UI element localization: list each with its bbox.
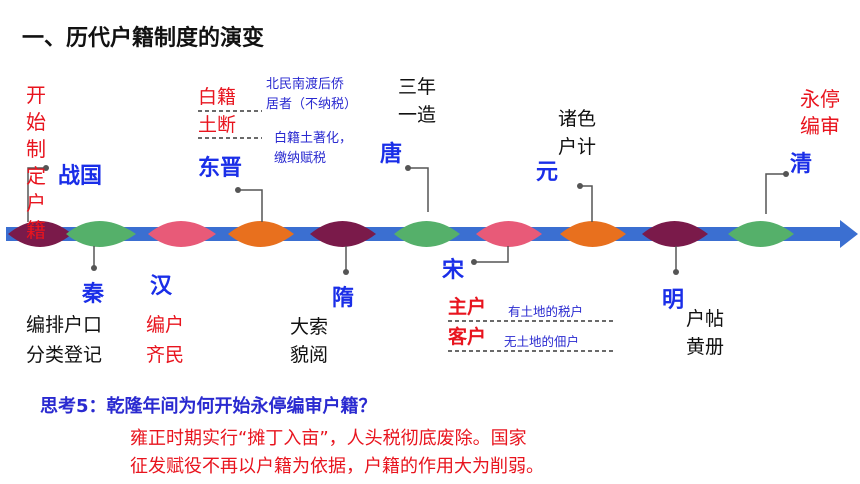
- connector-dots: [43, 165, 789, 275]
- event-zhanguo: 开始制定户籍: [26, 83, 46, 242]
- dynasty-ming: 明: [662, 288, 685, 313]
- kehu-desc: 无土地的佃户: [504, 334, 580, 349]
- dynasty-qin: 秦: [82, 282, 105, 307]
- leaf-marker-song: [476, 221, 542, 247]
- dynasty-han: 汉: [150, 274, 173, 299]
- question-text: 思考5：乾隆年间为何开始永停编审户籍？: [40, 396, 377, 417]
- connector-dongjin: [238, 189, 263, 222]
- dot-tang: [405, 165, 411, 171]
- event-qing: 永停编审: [800, 87, 840, 138]
- answer-line1: 雍正时期实行“摊丁入亩”，人头税彻底废除。国家: [130, 428, 527, 449]
- connectors: [27, 167, 786, 272]
- leaf-marker-yuan: [560, 221, 626, 247]
- connector-qing: [765, 173, 786, 214]
- baiji-desc-line1: 北民南渡后侨: [266, 77, 345, 92]
- event-han-line1: 编户: [146, 314, 185, 336]
- event-baiji: 白籍: [198, 86, 237, 108]
- dot-qing: [783, 171, 789, 177]
- dynasty-yuan: 元: [536, 160, 559, 185]
- dynasty-zhanguo: 战国: [58, 164, 103, 189]
- dot-yuan: [577, 183, 583, 189]
- event-han-line2: 齐民: [146, 344, 185, 366]
- dynasty-dongjin: 东晋: [198, 156, 243, 181]
- event-kehu: 客户: [448, 326, 487, 348]
- event-tang-line1: 三年: [398, 76, 437, 98]
- connector-tang: [408, 167, 429, 212]
- leaf-marker-dongjin: [228, 221, 294, 247]
- event-ming-line1: 户帖: [686, 308, 725, 330]
- leaf-marker-sui: [310, 221, 376, 247]
- page-title: 一、历代户籍制度的演变: [22, 26, 265, 51]
- leaf-marker-zhanguo: [8, 221, 72, 247]
- tuduan-desc-line2: 缴纳赋税: [274, 151, 327, 166]
- leaf-marker-tang: [394, 221, 460, 247]
- event-ming-line2: 黄册: [686, 336, 725, 358]
- dynasty-song: 宋: [442, 258, 465, 283]
- leaf-markers: [8, 221, 794, 247]
- connector-yuan: [580, 185, 593, 222]
- leaf-marker-ming: [642, 221, 708, 247]
- dynasty-qing: 清: [790, 152, 813, 177]
- dot-sui: [343, 269, 349, 275]
- event-qin-line2: 分类登记: [26, 344, 103, 366]
- dot-ming: [673, 269, 679, 275]
- dot-zhanguo: [43, 165, 49, 171]
- connector-zhanguo: [27, 167, 46, 222]
- connector-song: [474, 246, 509, 263]
- event-yuan-line1: 诸色: [558, 108, 597, 130]
- zhuhu-desc: 有土地的税户: [508, 304, 584, 319]
- timeline-arrowhead: [840, 220, 858, 248]
- baiji-desc-line2: 居者（不纳税）: [266, 97, 358, 112]
- event-zhuhu: 主户: [448, 296, 487, 318]
- leaf-marker-qin: [66, 221, 136, 247]
- event-sui-line1: 大索: [290, 316, 329, 338]
- leaf-marker-qing: [728, 221, 794, 247]
- dynasty-sui: 隋: [332, 286, 355, 311]
- event-tang-line2: 一造: [398, 104, 437, 126]
- event-tuduan: 土断: [198, 114, 237, 136]
- answer-line2: 征发赋役不再以户籍为依据，户籍的作用大为削弱。: [130, 456, 544, 477]
- leaf-marker-han: [148, 221, 216, 247]
- dashed-lines: [198, 110, 616, 352]
- dynasty-tang: 唐: [380, 142, 403, 167]
- event-sui-line2: 貌阅: [290, 344, 329, 366]
- dot-dongjin: [235, 187, 241, 193]
- dot-qin: [91, 265, 97, 271]
- event-qin-line1: 编排户口: [26, 314, 103, 336]
- dot-song: [471, 259, 477, 265]
- event-yuan-line2: 户计: [558, 136, 597, 158]
- tuduan-desc-line1: 白籍土著化，: [274, 131, 353, 146]
